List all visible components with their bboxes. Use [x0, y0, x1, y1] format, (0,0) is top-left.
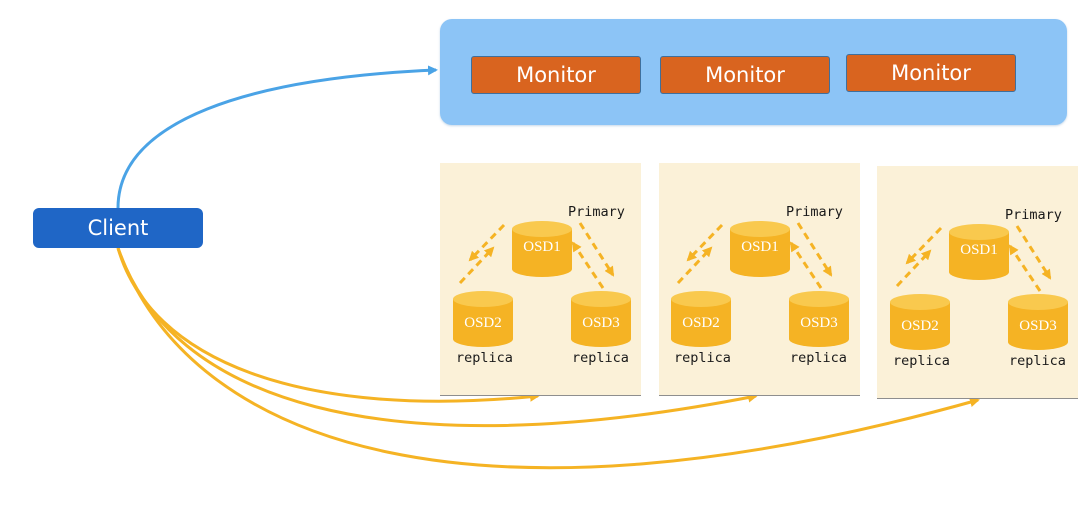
replication-arrow [1008, 244, 1042, 292]
osd1-cylinder-icon [949, 224, 1009, 280]
osd3-cylinder-icon [1008, 294, 1068, 350]
client-box: Client [33, 208, 203, 248]
replication-arrow [468, 223, 506, 262]
osd2-cylinder-icon [890, 294, 950, 350]
osd3-label: OSD3 [1019, 318, 1057, 334]
osd-graphics [890, 224, 1068, 350]
primary-label: Primary [1005, 207, 1062, 223]
replica-label: replica [674, 350, 731, 366]
primary-label: Primary [786, 204, 843, 220]
client-to-monitor-arrow [116, 65, 438, 209]
replication-arrow [1015, 225, 1052, 280]
replication-arrow [796, 222, 833, 277]
client-to-group2-arrow [116, 247, 758, 428]
placement-group-2: OSD1 OSD2 OSD3 Primary replica replica [659, 163, 860, 396]
monitor-cluster-panel: Monitor Monitor Monitor [440, 19, 1067, 125]
osd2-label: OSD2 [901, 318, 939, 334]
osd1-cylinder-icon [512, 221, 572, 277]
replica-label: replica [790, 350, 847, 366]
osd2-cylinder-icon [671, 291, 731, 347]
client-to-group3-arrow [116, 247, 980, 470]
replication-arrow [571, 241, 605, 289]
replication-arrow [578, 222, 615, 277]
replication-arrow [458, 246, 495, 285]
replica-label: replica [1009, 353, 1066, 369]
replication-arrow [676, 246, 713, 285]
osd3-cylinder-icon [571, 291, 631, 347]
replica-label: replica [893, 353, 950, 369]
monitor-box-1: Monitor [471, 56, 641, 94]
osd2-label: OSD2 [464, 315, 502, 331]
osd3-cylinder-icon [789, 291, 849, 347]
replica-label: replica [572, 350, 629, 366]
replication-arrow [686, 223, 724, 262]
monitor-box-2: Monitor [660, 56, 830, 94]
placement-group-3: OSD1 OSD2 OSD3 Primary replica replica [877, 166, 1078, 399]
osd1-cylinder-icon [730, 221, 790, 277]
placement-group-1: OSD1 OSD2 OSD3 Primary replica replica [440, 163, 641, 396]
osd3-label: OSD3 [800, 315, 838, 331]
replication-arrow [905, 226, 943, 265]
replication-arrow [789, 241, 823, 289]
monitor-box-3: Monitor [846, 54, 1016, 92]
replication-arrow [895, 249, 932, 288]
osd2-label: OSD2 [682, 315, 720, 331]
osd1-label: OSD1 [741, 239, 779, 255]
primary-label: Primary [568, 204, 625, 220]
osd3-label: OSD3 [582, 315, 620, 331]
osd2-cylinder-icon [453, 291, 513, 347]
osd-graphics [453, 221, 631, 347]
osd-graphics [671, 221, 849, 347]
osd1-label: OSD1 [523, 239, 561, 255]
osd1-label: OSD1 [960, 242, 998, 258]
replica-label: replica [456, 350, 513, 366]
